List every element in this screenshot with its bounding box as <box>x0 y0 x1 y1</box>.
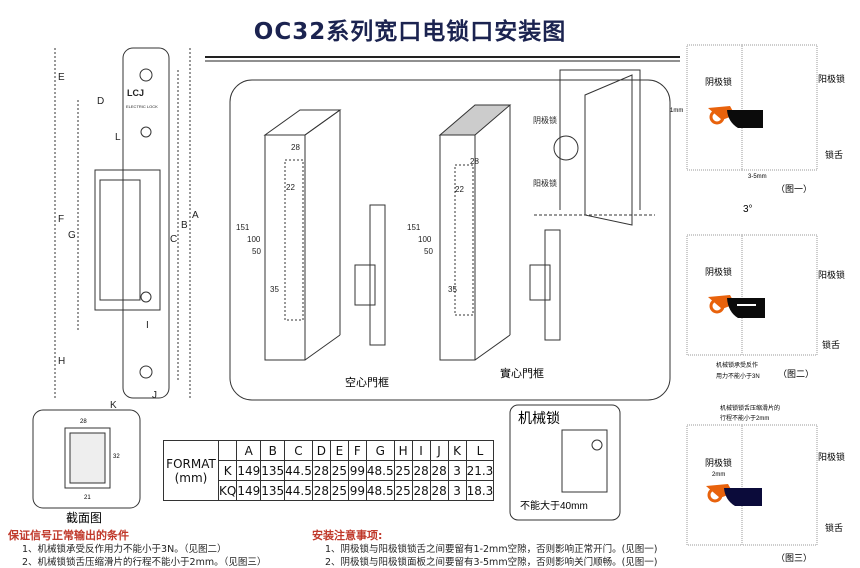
solid-frame-label: 實心門框 <box>500 366 544 380</box>
svg-text:机械锁锁舌压缩滑片的: 机械锁锁舌压缩滑片的 <box>720 404 780 412</box>
cathode-label: 阴极锁 <box>533 115 557 125</box>
svg-text:（图二）: （图二） <box>778 369 814 379</box>
svg-text:A: A <box>192 210 199 221</box>
svg-text:（图一）: （图一） <box>776 184 812 194</box>
svg-text:锁舌: 锁舌 <box>825 149 843 160</box>
strike-letters: E D L F G C BA H I K J LCJ ELECTRIC LOCK <box>58 72 199 411</box>
svg-text:ELECTRIC LOCK: ELECTRIC LOCK <box>126 104 158 109</box>
strike-plate-drawing <box>54 47 191 399</box>
svg-text:阴极锁: 阴极锁 <box>705 266 732 277</box>
svg-text:阳极锁: 阳极锁 <box>818 269 845 280</box>
solid-frame-drawing <box>438 104 561 361</box>
hollow-frame-label: 空心門框 <box>345 375 389 389</box>
mech-lock-panel <box>509 404 621 521</box>
condition-item: 2、机械锁锁舌压缩滑片的行程不能小于2mm。（见图三） <box>22 557 267 568</box>
svg-text:D: D <box>97 96 104 107</box>
svg-text:I: I <box>146 320 149 331</box>
svg-text:阳极锁: 阳极锁 <box>818 451 845 462</box>
svg-text:21: 21 <box>84 495 91 501</box>
svg-text:E: E <box>58 72 65 83</box>
svg-text:（图三）: （图三） <box>776 553 812 563</box>
svg-text:B: B <box>181 220 188 231</box>
svg-text:C: C <box>170 234 177 245</box>
svg-text:28: 28 <box>291 143 300 152</box>
svg-text:F: F <box>58 214 64 225</box>
section-panel <box>32 409 141 509</box>
svg-text:锁舌: 锁舌 <box>822 339 840 350</box>
svg-text:行程不能小于2mm: 行程不能小于2mm <box>720 414 769 422</box>
svg-text:151: 151 <box>407 223 421 232</box>
svg-text:阴极锁: 阴极锁 <box>705 76 732 87</box>
svg-text:22: 22 <box>286 183 295 192</box>
svg-text:锁舌: 锁舌 <box>825 522 843 533</box>
svg-text:151: 151 <box>236 223 250 232</box>
fig1: 阴极锁 阳极锁 锁舌 1mm 3-5mm 3° （图一） <box>670 44 845 215</box>
conditions-title: 保证信号正常输出的条件 <box>8 529 129 542</box>
svg-text:32: 32 <box>113 454 120 460</box>
svg-text:3°: 3° <box>743 204 753 215</box>
install-panel <box>229 79 671 401</box>
note-item: 1、阴极锁与阳极锁锁舌之间要留有1-2mm空隙，否则影响正常开门。(见图一) <box>325 544 658 555</box>
hollow-frame-drawing <box>263 109 386 361</box>
section-label: 截面图 <box>66 511 102 525</box>
condition-item: 1、机械锁承受反作用力不能小于3N。（见图二） <box>22 544 227 555</box>
svg-text:35: 35 <box>270 285 279 294</box>
svg-text:G: G <box>68 230 76 241</box>
svg-text:22: 22 <box>455 185 464 194</box>
svg-text:3-5mm: 3-5mm <box>748 174 767 180</box>
svg-text:2mm: 2mm <box>712 472 725 478</box>
svg-text:阳极锁: 阳极锁 <box>818 73 845 84</box>
svg-text:LCJ: LCJ <box>127 88 144 98</box>
svg-text:用力不能小于3N: 用力不能小于3N <box>716 372 760 380</box>
notes-title: 安装注意事项: <box>312 529 383 542</box>
door-drawing <box>534 69 655 226</box>
svg-text:机械锁承受反作: 机械锁承受反作 <box>716 361 758 369</box>
svg-text:28: 28 <box>470 157 479 166</box>
svg-text:L: L <box>115 132 121 143</box>
svg-text:28: 28 <box>80 419 87 425</box>
note-item: 2、阴极锁与阳极锁面板之间要留有3-5mm空隙，否则影响关门顺畅。(见图一) <box>325 557 658 568</box>
fig2: 阴极锁 阳极锁 锁舌 机械锁承受反作用力不能小于3N （图二） <box>686 234 845 380</box>
svg-text:50: 50 <box>252 247 261 256</box>
svg-text:1mm: 1mm <box>670 108 683 114</box>
svg-text:100: 100 <box>418 235 432 244</box>
svg-text:H: H <box>58 356 65 367</box>
svg-text:35: 35 <box>448 285 457 294</box>
format-label: FORMAT(mm) <box>163 440 219 501</box>
mech-lock-title: 机械锁 <box>518 410 560 426</box>
anode-label: 阳极锁 <box>533 178 557 188</box>
svg-text:50: 50 <box>424 247 433 256</box>
svg-text:阴极锁: 阴极锁 <box>705 457 732 468</box>
fig3: 阴极锁 阳极锁 锁舌 机械锁锁舌压缩滑片的行程不能小于2mm 2mm （图三） <box>686 404 845 563</box>
svg-text:不能大于40mm: 不能大于40mm <box>520 499 588 512</box>
svg-text:100: 100 <box>247 235 261 244</box>
page-title: OC32系列宽口电锁口安装图 <box>253 19 567 45</box>
svg-text:K: K <box>110 400 117 411</box>
svg-text:J: J <box>152 390 157 401</box>
